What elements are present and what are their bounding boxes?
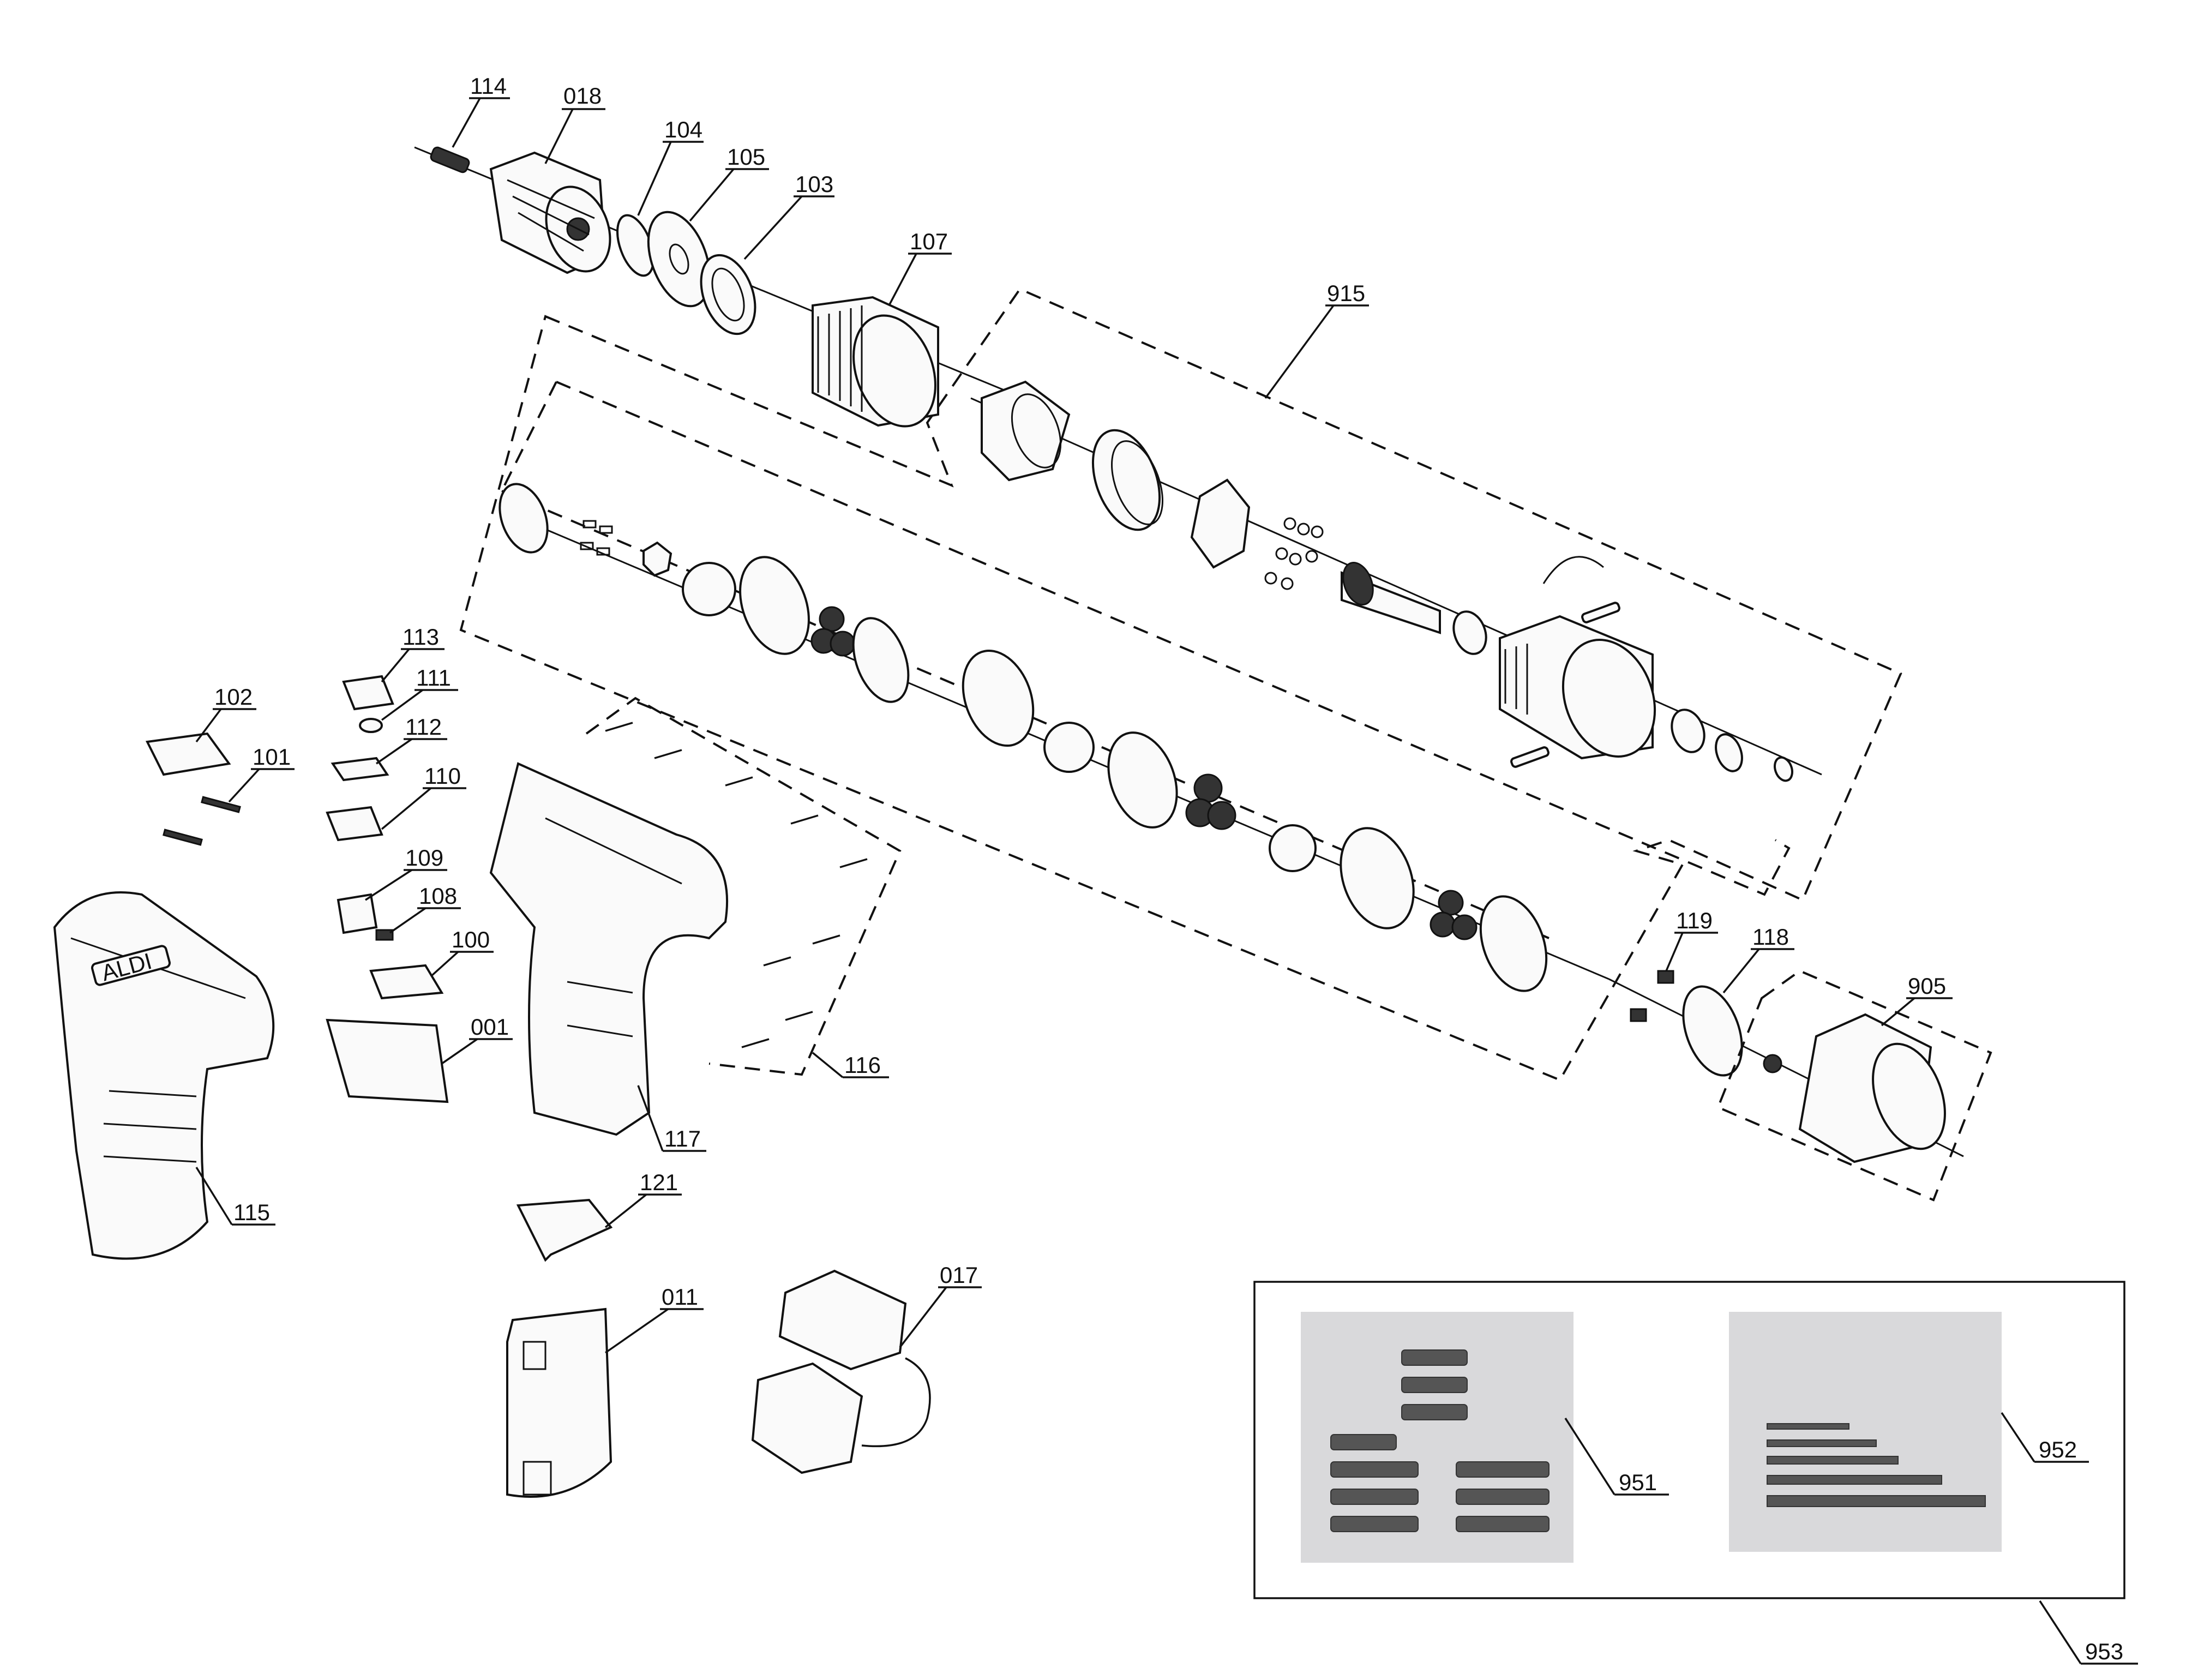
label-905: 905: [1908, 973, 1946, 999]
bracket-112: [331, 757, 389, 782]
gear-carrier-2: [1043, 722, 1095, 773]
screw-119-b: [1630, 1008, 1647, 1022]
circlip: [1542, 556, 1604, 584]
label-110: 110: [424, 763, 461, 789]
trigger-switch-001: [326, 1018, 449, 1103]
switch-cover-113: [342, 675, 394, 711]
ring-gear-3: [1107, 731, 1178, 829]
gear-carrier-3: [1269, 824, 1317, 872]
charger-017: [751, 1269, 931, 1474]
planet-gears-2: [1185, 773, 1236, 830]
label-119: 119: [1676, 908, 1713, 933]
accessory-box-953: [1253, 1281, 2125, 1599]
carrier-plate: [499, 483, 549, 554]
label-952: 952: [2039, 1437, 2077, 1462]
bit-set-photo-951: [1301, 1312, 1574, 1563]
drill-bit-set-photo-952: [1729, 1312, 2002, 1552]
knob-111: [359, 718, 383, 733]
ring-gear-1: [739, 556, 810, 655]
label-951: 951: [1619, 1469, 1657, 1495]
pin-lower: [1510, 746, 1550, 768]
screw-108: [375, 929, 394, 941]
motor-mount-118: [1682, 985, 1743, 1077]
hex-nut: [642, 541, 672, 577]
screw-119: [1657, 970, 1674, 984]
hex-plate: [1190, 478, 1251, 569]
washer-1: [852, 617, 910, 703]
spindle: [1341, 561, 1441, 634]
screw-set-outline: [585, 697, 902, 1076]
bearing-lower: [1671, 709, 1705, 753]
planetary-group-outline: [556, 381, 1791, 896]
gearbox-group-outline: [459, 287, 1902, 1082]
slider-102: [145, 732, 231, 776]
gearbox-housing: [1499, 615, 1656, 760]
gear-carrier-1: [682, 562, 736, 616]
housing-half-117: [489, 762, 729, 1136]
planet-gears-1: [810, 606, 856, 657]
label-105: 105: [727, 144, 765, 170]
label-116: 116: [844, 1052, 881, 1078]
label-100: 100: [452, 927, 490, 952]
torque-collar-107: [812, 296, 939, 428]
pcb-110: [326, 806, 383, 842]
label-112: 112: [405, 714, 442, 740]
ball-set: [1264, 517, 1324, 590]
spring-101-b: [163, 829, 203, 846]
planetary-group-outline: [501, 490, 1550, 939]
label-108: 108: [419, 883, 457, 909]
label-018: 018: [563, 83, 602, 109]
label-115: 115: [233, 1199, 270, 1225]
planet-gears-3: [1430, 890, 1478, 940]
label-117: 117: [664, 1126, 701, 1151]
ring-gear-4: [1340, 827, 1415, 929]
motor-plate: [1479, 895, 1548, 992]
screw-set-116: [605, 722, 868, 1048]
housing-half-115: ALDI: [53, 891, 275, 1260]
gear-ring-upper: [981, 380, 1071, 482]
spring-101: [201, 796, 241, 813]
label-121: 121: [640, 1169, 678, 1195]
label-107: 107: [910, 229, 948, 254]
label-109: 109: [405, 845, 443, 871]
label-103: 103: [795, 171, 833, 197]
label-017: 017: [940, 1262, 978, 1288]
washer-105: [647, 211, 711, 308]
label-111: 111: [416, 665, 451, 691]
battery-latch-100: [369, 964, 444, 1000]
battery-cap-121: [516, 1198, 613, 1262]
screw-114: [430, 146, 470, 173]
washer-lower: [1715, 733, 1743, 772]
label-953: 953: [2085, 1639, 2123, 1664]
label-101: 101: [253, 744, 291, 770]
chuck-018: [489, 151, 611, 274]
motor-group-outline: [1716, 969, 1992, 1202]
label-118: 118: [1752, 924, 1789, 950]
pin-upper: [1581, 602, 1620, 623]
planetary-group-outline: [501, 381, 557, 491]
bearing-upper: [1452, 610, 1487, 655]
spring-upper: [1091, 429, 1163, 531]
ring-gear-2: [962, 649, 1035, 747]
motor-905: [1763, 1013, 1946, 1163]
label-104: 104: [664, 117, 702, 142]
label-001: 001: [471, 1014, 509, 1040]
label-114: 114: [470, 73, 507, 99]
ring-lower: [1774, 756, 1793, 782]
clip-103: [700, 254, 756, 335]
label-102: 102: [214, 684, 253, 710]
battery-011: [506, 1307, 612, 1498]
lamp-holder-109: [337, 893, 378, 934]
label-011: 011: [662, 1284, 698, 1310]
pin-set: [580, 520, 613, 556]
label-113: 113: [403, 624, 439, 650]
label-915: 915: [1327, 280, 1365, 306]
